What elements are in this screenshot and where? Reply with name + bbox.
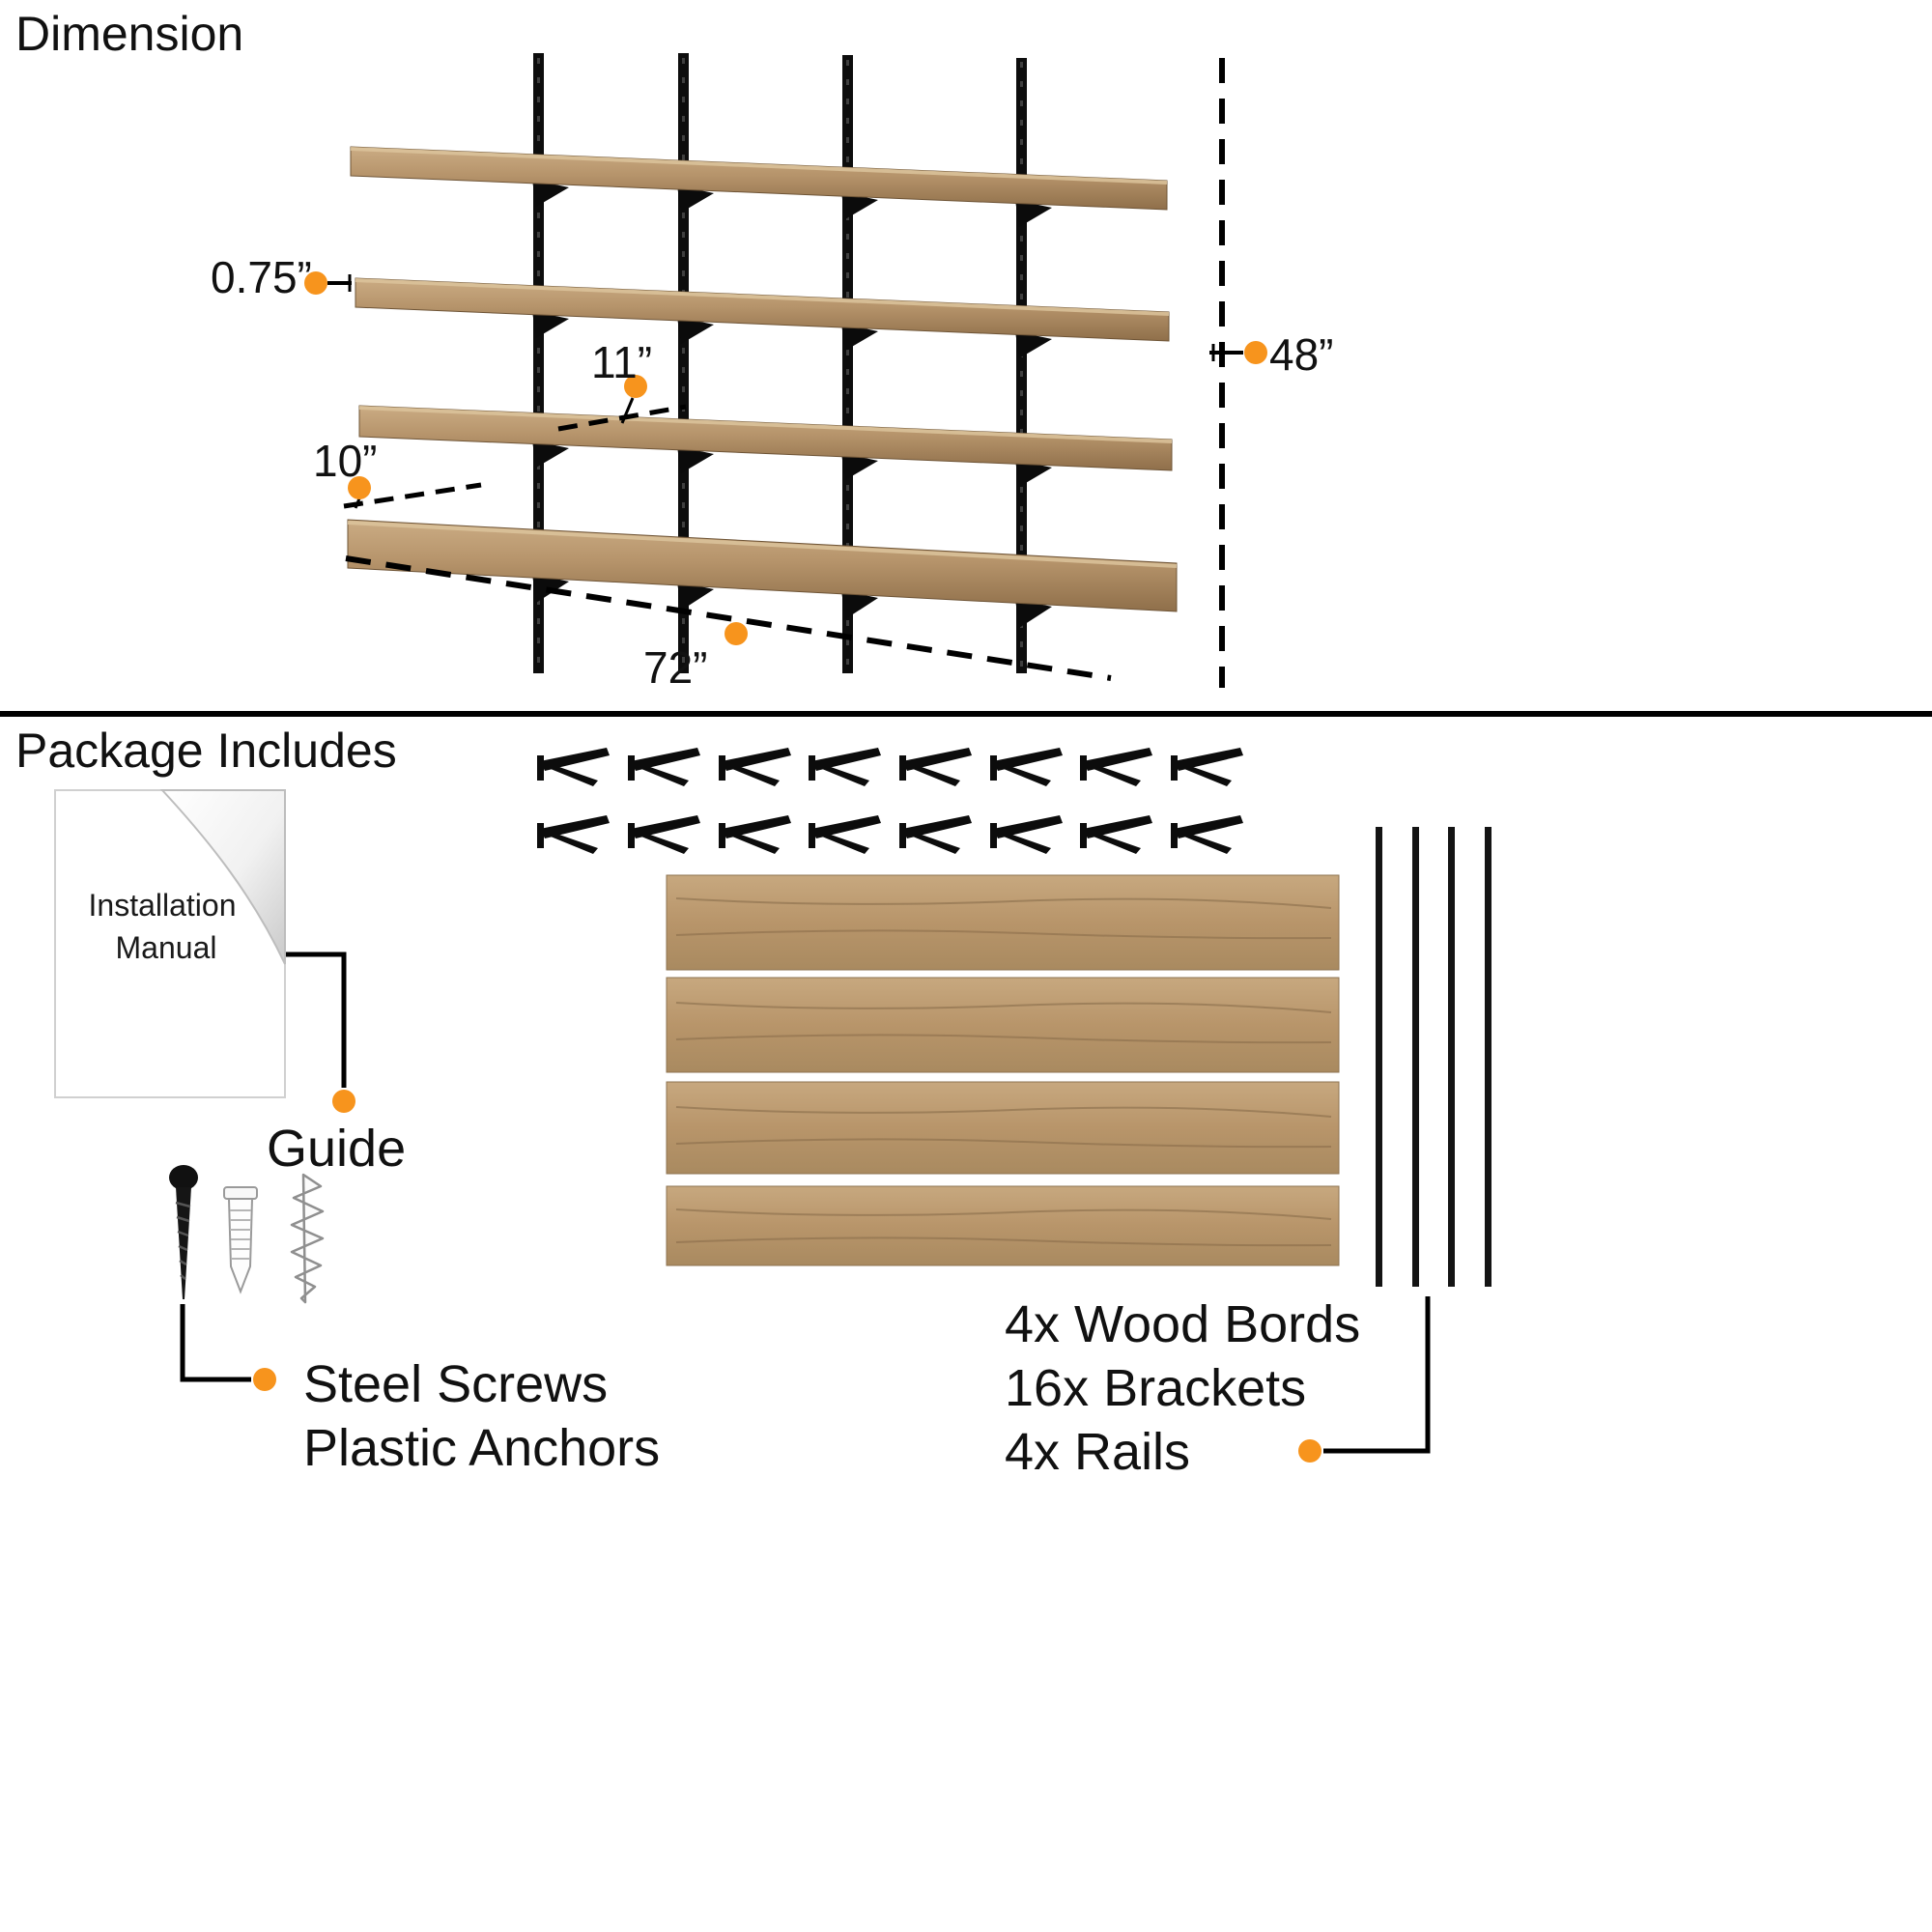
package-rails: [1376, 827, 1492, 1287]
page-curl: [159, 789, 286, 965]
bracket-icon: [1171, 748, 1243, 786]
guide-connector-line: [286, 952, 347, 1088]
dimension-section-title: Dimension: [15, 7, 244, 61]
dim-label-thickness: 0.75”: [211, 252, 312, 302]
package-illustrations: Installation Manual: [54, 748, 1492, 1463]
shelf-brackets: [532, 180, 1052, 628]
manual-line1: Installation: [89, 888, 237, 923]
contents-connector-line: [1323, 1296, 1431, 1454]
bracket-icon: [628, 748, 700, 786]
wood-board: [666, 874, 1340, 971]
bracket-icon: [628, 815, 700, 854]
dim-label-width-72: 72”: [643, 642, 708, 693]
wood-board: [666, 977, 1340, 1073]
guide-label: Guide: [267, 1120, 407, 1178]
wood-board: [666, 1185, 1340, 1266]
dot-contents: [1298, 1439, 1321, 1463]
contents-rails: 4x Rails: [1005, 1423, 1191, 1481]
dot-depth-10: [348, 476, 371, 499]
dot-depth-11: [624, 375, 647, 398]
depth-10-dashed-line: [343, 482, 482, 509]
bracket-icon: [1080, 815, 1152, 854]
bracket-icon: [719, 815, 791, 854]
package-section-title: Package Includes: [15, 724, 397, 778]
shelf-unit-illustration: [304, 53, 1267, 688]
contents-brackets: 16x Brackets: [1005, 1359, 1307, 1417]
dot-width-72: [724, 622, 748, 645]
dot-thickness: [304, 271, 327, 295]
depth-11-dashed-line: [557, 404, 687, 432]
manual-line2: Manual: [116, 930, 217, 965]
wood-boards: [666, 874, 1340, 1266]
bracket-icon: [990, 815, 1063, 854]
screws-connector-line: [180, 1304, 251, 1382]
installation-manual: Installation Manual: [54, 789, 286, 1098]
bracket-icon: [990, 748, 1063, 786]
bracket-icon: [1080, 748, 1152, 786]
dim-label-depth-11: 11”: [591, 337, 653, 387]
section-divider: [0, 711, 1932, 717]
bracket-icon: [809, 748, 881, 786]
bracket-icon: [809, 815, 881, 854]
bracket-icon: [899, 748, 972, 786]
bracket-icon: [1171, 815, 1243, 854]
plastic-anchors-label: Plastic Anchors: [303, 1419, 661, 1477]
contents-wood-boards: 4x Wood Bords: [1005, 1295, 1361, 1353]
dot-screws: [253, 1368, 276, 1391]
plastic-anchor-icon: [223, 1186, 258, 1294]
bracket-icon: [899, 815, 972, 854]
width-72-dashed-line: [345, 555, 1112, 681]
bracket-icon: [537, 748, 610, 786]
bracket-row-1: [537, 748, 1243, 786]
dot-guide: [332, 1090, 355, 1113]
wood-board: [666, 1081, 1340, 1175]
bracket-icon: [719, 748, 791, 786]
package-contents-list: 4x Wood Bords 16x Brackets 4x Rails: [1005, 1293, 1360, 1484]
dimension-marker-dots: [304, 271, 1267, 645]
dim-label-depth-10: 10”: [313, 436, 378, 486]
bracket-icon: [537, 815, 610, 854]
steel-screw-icon: [169, 1165, 198, 1299]
dot-height-48: [1244, 341, 1267, 364]
shelf-boards: [347, 146, 1178, 612]
dimension-lines: [327, 58, 1243, 688]
spiral-anchor-icon: [290, 1173, 325, 1304]
dim-label-height-48: 48”: [1269, 329, 1334, 380]
steel-screws-label: Steel Screws: [303, 1355, 609, 1413]
bracket-row-2: [537, 815, 1243, 854]
